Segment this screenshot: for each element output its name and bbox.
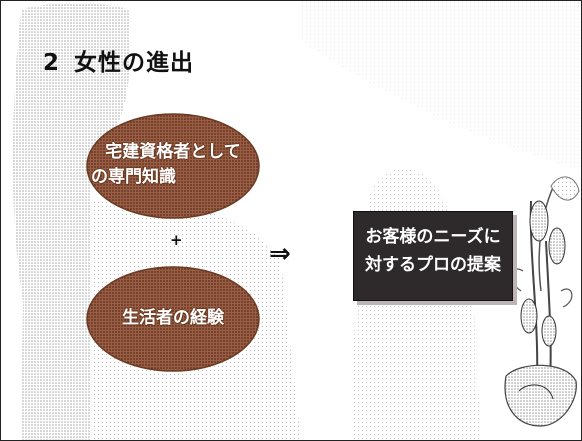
ellipse-expertise bbox=[86, 113, 260, 219]
title-number: 2 bbox=[43, 50, 61, 76]
ellipse-expertise-line2: の専門知識 bbox=[91, 167, 176, 187]
ellipse-experience bbox=[86, 266, 260, 372]
background-figure-left bbox=[12, 3, 130, 440]
slide-title: 2 女性の進出 bbox=[43, 43, 194, 77]
ellipse-expertise-label: 宅建資格者として の専門知識 bbox=[87, 140, 259, 190]
proposal-line2: 対するプロの提案 bbox=[365, 255, 501, 275]
plus-sign: + bbox=[170, 231, 183, 249]
background-figure-right bbox=[351, 169, 481, 440]
background-speckle bbox=[301, 1, 581, 171]
proposal-line1: お客様のニーズに bbox=[365, 227, 501, 247]
flower-illustration bbox=[504, 176, 580, 427]
ellipse-experience-text: 生活者の経験 bbox=[122, 308, 224, 328]
arrow-right-icon: ⇒ bbox=[269, 239, 291, 269]
ellipse-experience-label: 生活者の経験 bbox=[87, 306, 259, 331]
proposal-box-text: お客様のニーズに 対するプロの提案 bbox=[354, 223, 512, 279]
title-text: 女性の進出 bbox=[74, 50, 195, 76]
proposal-box: お客様のニーズに 対するプロの提案 bbox=[353, 211, 513, 301]
ellipse-expertise-line1: 宅建資格者として bbox=[105, 142, 241, 162]
